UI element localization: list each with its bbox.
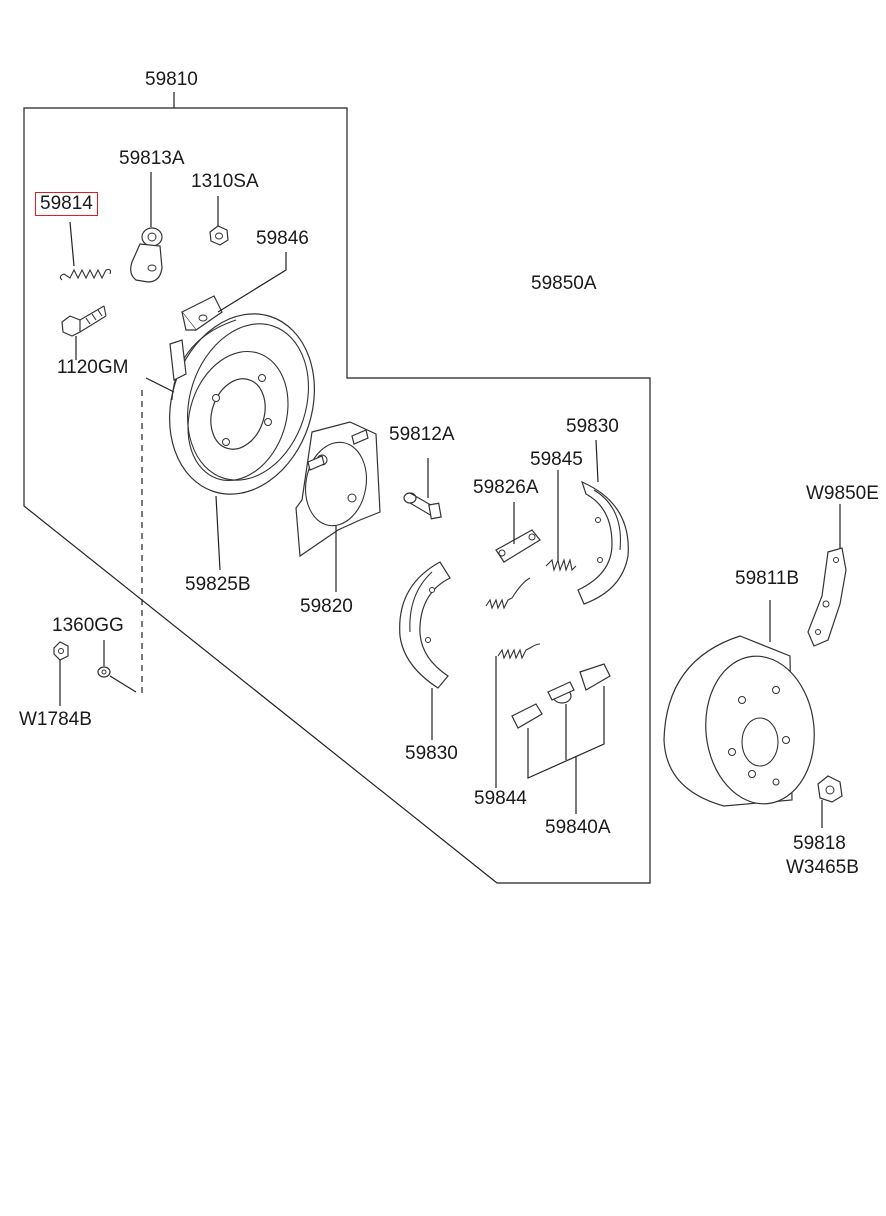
backing-plate-59820 [296,422,380,592]
drum-59825B [146,295,337,570]
fasteners-1360GG-W1784B [54,640,136,706]
bracket-59846 [182,252,286,330]
label-59826A: 59826A [473,477,539,498]
spring-59814 [60,222,110,280]
nut-59818 [818,776,842,828]
spring-59844 [496,644,540,788]
bracket-W9850B [808,504,846,646]
pin-59812A [404,458,441,519]
label-59814: 59814 [35,192,98,216]
lever-59813A [131,172,162,282]
label-59850A: 59850A [531,273,597,294]
drum-59811B [664,600,821,809]
strut-59826A [496,502,540,562]
label-59846: 59846 [256,228,309,249]
label-59830-bottom: 59830 [405,743,458,764]
label-59840A: 59840A [545,817,611,838]
shoe-59830-bottom [400,562,450,740]
label-59820: 59820 [300,596,353,617]
springs-59845 [486,470,576,608]
label-59844: 59844 [474,788,527,809]
label-1360GG: 1360GG [52,615,124,636]
shoe-59830-top [578,440,628,604]
label-W9850B: W9850E [806,483,879,504]
bolt-1120GM [62,306,106,360]
label-59813A: 59813A [119,148,185,169]
label-1120GM: 1120GM [57,357,129,378]
label-59830-top: 59830 [566,416,619,437]
nut-1310SA [210,196,228,245]
label-59811B: 59811B [735,568,800,589]
label-59810: 59810 [145,69,198,90]
label-1310SA: 1310SA [191,171,259,192]
label-59825B: 59825B [185,574,251,595]
label-59818: 59818 [793,833,846,854]
label-W3465B: W3465B [786,857,859,878]
assembly-frame [24,108,650,883]
label-W1784B: W1784B [19,709,92,730]
adjuster-59840A [512,664,610,814]
label-59845: 59845 [530,449,583,470]
label-59812A: 59812A [389,424,455,445]
